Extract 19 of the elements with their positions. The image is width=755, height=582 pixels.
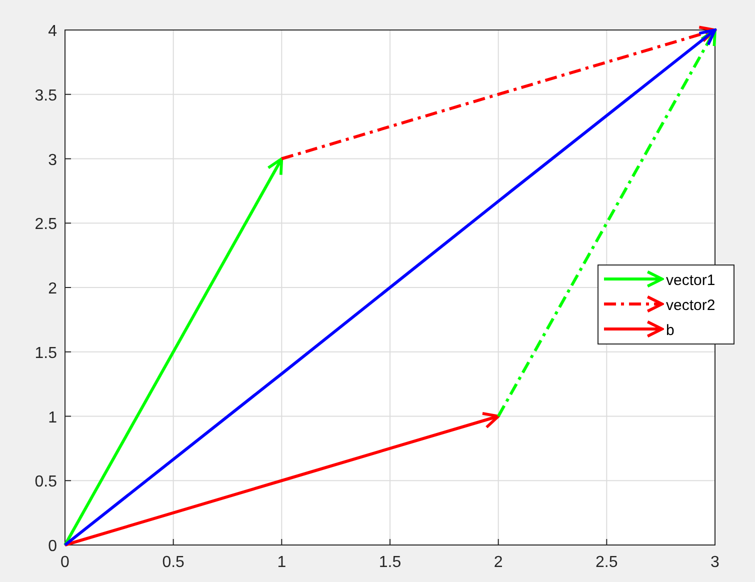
tick-label: 3 (710, 554, 720, 571)
tick-label: 2.5 (34, 216, 57, 234)
legend-label: vector1 (666, 272, 716, 289)
tick-label: 4 (48, 23, 57, 40)
tick-label: 0 (48, 538, 57, 555)
tick-label: 3 (48, 152, 57, 169)
tick-label: 2.5 (596, 554, 618, 571)
tick-label: 2 (48, 280, 57, 298)
tick-label: 1.5 (378, 554, 402, 571)
tick-label: 0.5 (162, 554, 184, 571)
tick-label: 1.5 (34, 344, 57, 362)
tick-label: 0.5 (34, 474, 57, 491)
tick-label: 3.5 (34, 87, 57, 104)
tick-label: 1 (277, 554, 286, 571)
legend-label: b (666, 322, 674, 339)
tick-label: 2 (494, 554, 503, 571)
tick-label: 1 (48, 409, 57, 426)
tick-label: 0 (60, 554, 70, 571)
legend-label: vector2 (666, 297, 716, 314)
